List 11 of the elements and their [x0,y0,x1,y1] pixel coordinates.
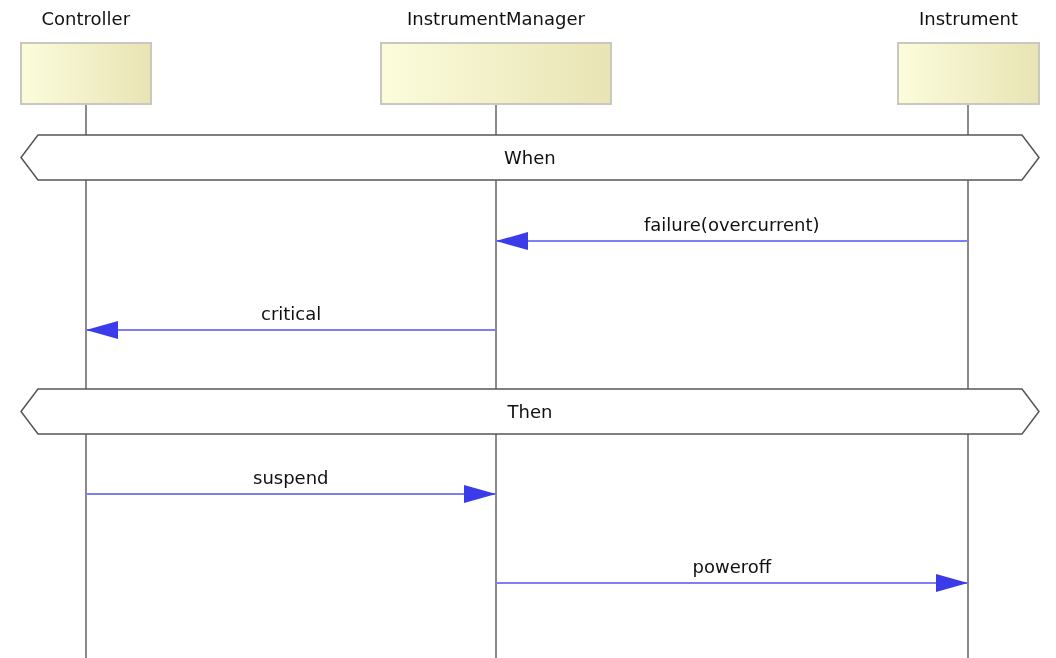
message-arrow [495,232,969,250]
band-label: Then [507,401,553,422]
message-arrow [85,321,497,339]
message-arrow [85,485,497,503]
fragment-band [20,134,1040,181]
message-arrow [495,574,969,592]
participant-name: Instrument [919,8,1019,29]
band-label: When [504,147,556,168]
fragment-band [20,388,1040,435]
participant-name: InstrumentManager [407,8,585,29]
participant-name: Controller [41,8,131,29]
